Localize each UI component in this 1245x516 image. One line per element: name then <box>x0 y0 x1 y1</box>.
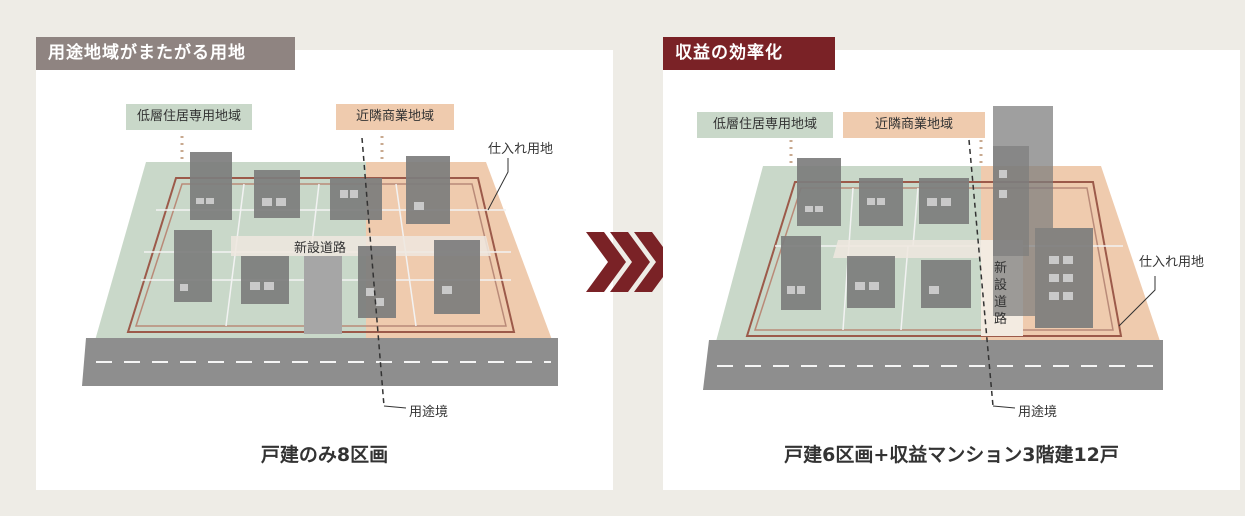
right-road-char: 新 <box>994 261 1008 276</box>
right-site-illustration <box>703 106 1163 409</box>
left-zone-low-label: 低層住居専用地域 <box>126 104 252 130</box>
left-site-illustration <box>82 136 558 409</box>
right-panel: 低層住居専用地域 近隣商業地域 仕入れ用地 新 設 道 路 用途境 戸建6区画+… <box>663 50 1240 490</box>
right-boundary-label: 用途境 <box>1018 405 1058 420</box>
right-tag: 収益の効率化 <box>663 37 835 70</box>
left-road-label: 新設道路 <box>294 241 347 256</box>
left-zone-commercial-label: 近隣商業地域 <box>336 104 454 130</box>
left-boundary-label: 用途境 <box>409 405 449 420</box>
right-road-char: 道 <box>994 295 1008 310</box>
right-site-label: 仕入れ用地 <box>1139 255 1205 270</box>
right-caption: 戸建6区画+収益マンション3階建12戸 <box>784 444 1119 466</box>
left-tag: 用途地域がまたがる用地 <box>36 37 295 70</box>
right-road-char: 設 <box>994 278 1008 293</box>
right-zone-low-label: 低層住居専用地域 <box>697 112 833 138</box>
left-caption: 戸建のみ8区画 <box>260 444 389 466</box>
right-zone-commercial-label: 近隣商業地域 <box>843 112 985 138</box>
left-panel: 低層住居専用地域 近隣商業地域 仕入れ用地 新設道路 用途境 戸建のみ8区画 <box>36 50 613 490</box>
right-road-label: 新 設 道 路 <box>994 260 1008 328</box>
left-site-label: 仕入れ用地 <box>488 142 554 157</box>
right-green-zone <box>703 166 981 390</box>
left-new-road-stub <box>304 256 342 334</box>
right-street <box>703 340 1163 390</box>
right-road-char: 路 <box>994 312 1008 327</box>
right-new-road-h <box>833 240 981 258</box>
